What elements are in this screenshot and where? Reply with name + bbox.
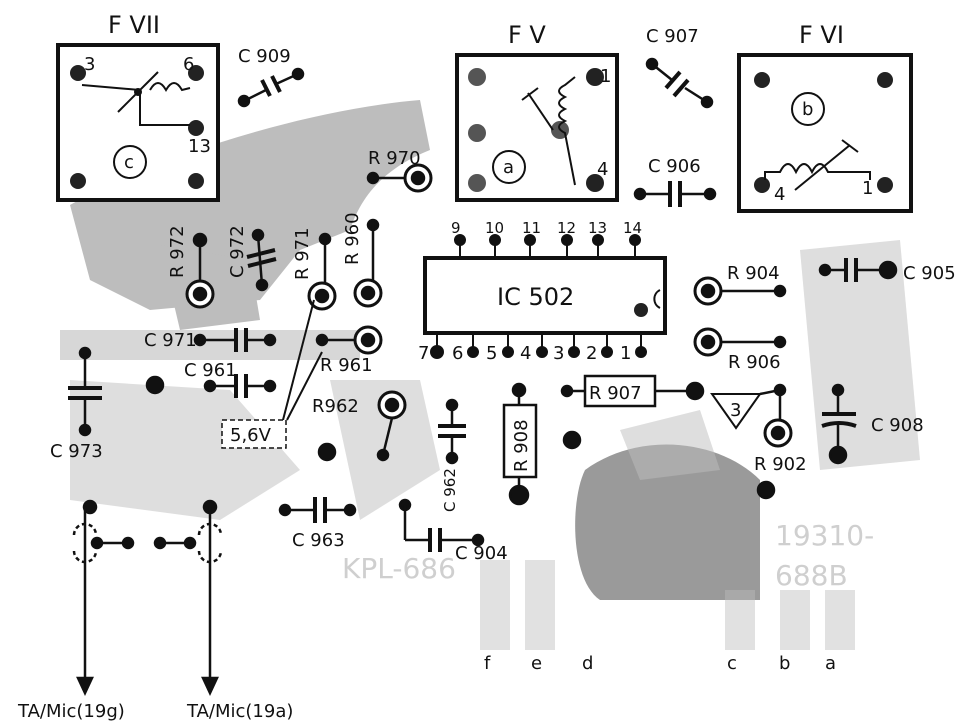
ic-pin-13: 13 <box>588 219 607 237</box>
fvii-pin-13: 13 <box>188 136 211 157</box>
label-c972: C 972 <box>227 225 248 278</box>
ic-label: IC 502 <box>497 283 574 311</box>
label-r907: R 907 <box>589 383 642 404</box>
filter-fvi <box>737 53 913 213</box>
input-label-19a: TA/Mic(19a) <box>186 701 293 722</box>
label-c908: C 908 <box>871 415 924 436</box>
fv-pin-1: 1 <box>600 66 611 87</box>
zener-outline <box>221 419 287 449</box>
ic-pin-6: 6 <box>452 343 463 364</box>
label-c963: C 963 <box>292 530 345 551</box>
label-r970: R 970 <box>368 148 421 169</box>
zener-value: 5,6V <box>230 425 272 446</box>
ic-pin-9: 9 <box>451 219 461 237</box>
label-r902: R 902 <box>754 454 807 475</box>
ic-pin-5: 5 <box>486 343 497 364</box>
ic-pin-14: 14 <box>623 219 642 237</box>
input-label-19g: TA/Mic(19g) <box>17 701 125 722</box>
filter-fv <box>455 53 619 202</box>
fv-pin-4: 4 <box>597 159 608 180</box>
label-c909: C 909 <box>238 46 291 67</box>
label-r960: R 960 <box>342 212 363 265</box>
label-c904: C 904 <box>455 543 508 564</box>
fvii-pin-3: 3 <box>84 54 95 75</box>
fv-code: a <box>503 157 514 178</box>
fvi-code: b <box>802 99 813 120</box>
wiring <box>68 57 898 696</box>
ic-pin-7: 7 <box>418 343 429 364</box>
label-fvii: F VII <box>108 11 160 39</box>
label-c906: C 906 <box>648 156 701 177</box>
fvi-pin-4: 4 <box>774 184 785 205</box>
output-c: c <box>727 653 737 674</box>
ic-pin-10: 10 <box>485 219 504 237</box>
label-c973: C 973 <box>50 441 103 462</box>
label-r971: R 971 <box>292 227 313 280</box>
label-r962: R962 <box>312 396 359 417</box>
label-c905: C 905 <box>903 263 956 284</box>
output-e: e <box>531 653 542 674</box>
ic-pin-12: 12 <box>557 219 576 237</box>
label-r906: R 906 <box>728 352 781 373</box>
board-mark-kpl: KPL-686 <box>342 552 456 585</box>
test-point-label: 3 <box>730 400 741 421</box>
label-c962: C 962 <box>441 468 459 512</box>
filter-fvii <box>56 43 220 202</box>
label-c907: C 907 <box>646 26 699 47</box>
label-fvi: F VI <box>799 21 844 49</box>
ic-pin-2: 2 <box>586 343 597 364</box>
ic-502 <box>423 256 667 335</box>
output-b: b <box>779 653 790 674</box>
fvii-pin-6: 6 <box>183 54 194 75</box>
label-c961: C 961 <box>184 360 237 381</box>
fvi-pin-1: 1 <box>862 178 873 199</box>
ic-pin-1: 1 <box>620 343 631 364</box>
output-f: f <box>484 653 491 674</box>
fvii-code: c <box>124 152 134 173</box>
label-c971: C 971 <box>144 330 197 351</box>
labels: F VII 3 6 13 c F V 1 4 a F VI 4 1 b IC 5… <box>17 11 956 722</box>
output-d: d <box>582 653 593 674</box>
ic-pin-3: 3 <box>553 343 564 364</box>
label-r904: R 904 <box>727 263 780 284</box>
ic-pin-4: 4 <box>520 343 531 364</box>
ic-pin-11: 11 <box>522 219 541 237</box>
label-r961: R 961 <box>320 355 373 376</box>
label-fv: F V <box>508 21 546 49</box>
ic-pins <box>430 234 647 359</box>
output-a: a <box>825 653 836 674</box>
label-r908: R 908 <box>511 419 532 472</box>
board-mark-688b: 688B <box>775 559 848 592</box>
board-mark-19310: 19310- <box>775 519 874 552</box>
label-r972: R 972 <box>167 225 188 278</box>
